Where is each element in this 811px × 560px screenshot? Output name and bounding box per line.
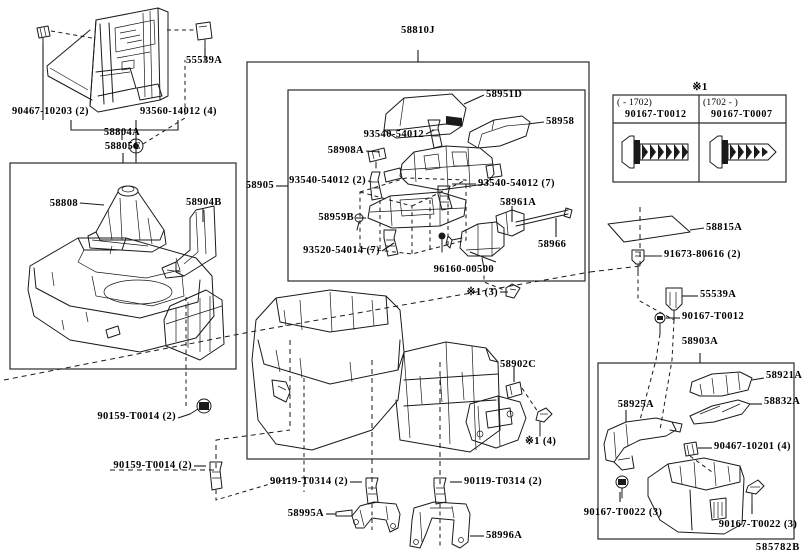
label-55539A-top: 55539A (186, 55, 223, 66)
part-58908A-clip-icon (367, 147, 387, 169)
label-58832A: 58832A (764, 396, 801, 407)
label-58903A: 58903A (681, 336, 719, 347)
screw-90167-T0012-right-icon (654, 312, 666, 335)
label-58905: 58905 (245, 180, 274, 191)
label-93560-14012: 93560-14012 (4) (140, 106, 217, 117)
label-58904B: 58904B (186, 197, 222, 208)
part-58925A-bracket-drawing (603, 417, 683, 471)
group-box-58810J (246, 50, 590, 460)
part-console-box-body-drawing (27, 237, 225, 361)
label-93540-54012-7: 93540-54012 (7) (478, 178, 555, 189)
part-58904B-side-trim-drawing (161, 205, 217, 279)
label-90167-T0022-left: 90167-T0022 (3) (583, 507, 663, 518)
label-90167-T0012-right: 90167-T0012 (682, 311, 745, 322)
part-58804A-shift-panel-drawing (36, 7, 213, 163)
label-note1-4: ※1 (4) (525, 436, 557, 447)
part-58815A-mat-drawing (607, 215, 691, 243)
clip-91673-80616-icon (631, 249, 645, 273)
label-90119-T0314-b: 90119-T0314 (2) (464, 476, 543, 487)
label-58908A: 58908A (327, 145, 364, 156)
part-inner-tray-drawing (359, 177, 467, 255)
label-58958: 58958 (546, 116, 575, 127)
screw-90167-T0022-right-icon (745, 479, 765, 507)
label-90467-10203: 90467-10203 (2) (12, 106, 89, 117)
label-58921A: 58921A (766, 370, 803, 381)
clip-90467-10203-icon (36, 25, 51, 46)
clip-90467-10201-icon (683, 441, 699, 457)
label-90159-T0014-a: 90159-T0014 (2) (97, 411, 176, 422)
note-col2-part: 90167-T0007 (711, 109, 773, 120)
label-58805C: 58805C (104, 141, 142, 152)
group-box-58905 (276, 89, 586, 282)
part-58808-shift-boot-drawing (87, 185, 167, 253)
note-col1-range: ( - 1702) (617, 98, 653, 108)
screw-90159-T0014-a-icon (189, 398, 212, 415)
label-96160-00500: 96160-00500 (433, 264, 494, 275)
part-58903A-rear-trim-drawing (647, 457, 745, 535)
note-marker: ※1 (692, 81, 708, 93)
label-58925A: 58925A (617, 399, 654, 410)
part-58995A-bracket-drawing (335, 501, 401, 533)
label-58951D: 58951D (486, 89, 523, 100)
label-58966: 58966 (538, 239, 567, 250)
label-58961A: 58961A (500, 197, 537, 208)
label-58996A: 58996A (486, 530, 523, 541)
group-box-58805C (9, 153, 237, 370)
group-box-58903A (597, 353, 795, 540)
screw-93540-54012-top-icon (427, 119, 443, 149)
label-91673-80616: 91673-80616 (2) (664, 249, 741, 260)
screw-90167-T0022-left-icon (615, 475, 629, 499)
screw-90119-T0314-b-icon (433, 477, 447, 505)
screw-note1-3-icon (505, 283, 521, 299)
note-table-frame (612, 94, 787, 183)
note-col2-range: (1702 - ) (703, 98, 739, 108)
part-58832A-trim-drawing (689, 399, 751, 425)
label-58995A: 58995A (287, 508, 324, 519)
label-58810J: 58810J (401, 25, 435, 36)
clip-55539A-top-icon (195, 21, 213, 49)
label-58902C: 58902C (500, 359, 537, 370)
screw-round-head-icon (621, 135, 689, 169)
label-58804A: 58804A (103, 127, 141, 138)
label-58815A: 58815A (706, 222, 743, 233)
part-58961A-58966-latch-drawing (445, 207, 573, 269)
label-90467-10201: 90467-10201 (4) (714, 441, 791, 452)
part-58958-trim-drawing (467, 115, 531, 149)
clip-55539A-right-icon (665, 287, 683, 321)
label-58808: 58808 (49, 198, 78, 209)
label-55539A-right: 55539A (700, 289, 737, 300)
screw-pointed-tip-icon (709, 135, 777, 169)
label-58959B: 58959B (318, 212, 354, 223)
label-90119-T0314-a: 90119-T0314 (2) (269, 476, 348, 487)
screw-90159-T0014-b-icon (209, 461, 223, 491)
label-93520-54014-7: 93520-54014 (7) (303, 245, 380, 256)
label-note1-3: ※1 (3) (466, 287, 498, 298)
label-93540-54012: 93540-54012 (363, 129, 424, 140)
part-58959B-clip-icon (354, 213, 364, 231)
label-90159-T0014-b: 90159-T0014 (2) (113, 460, 192, 471)
part-58996A-bracket-drawing (409, 501, 471, 549)
part-58951D-lid-drawing (383, 93, 467, 139)
label-90167-T0022-right: 90167-T0022 (3) (718, 519, 798, 530)
part-96160-00500-icon (438, 232, 446, 253)
note-col1-part: 90167-T0012 (625, 109, 687, 120)
screw-93540-54012-7-icon (437, 185, 453, 211)
part-58810J-console-body-drawing (251, 289, 527, 453)
screw-note1-4-icon (535, 407, 553, 437)
label-93540-54012-2: 93540-54012 (2) (289, 175, 366, 186)
diagram-code: 585782B (755, 542, 800, 553)
part-58921A-trim-drawing (689, 371, 753, 397)
